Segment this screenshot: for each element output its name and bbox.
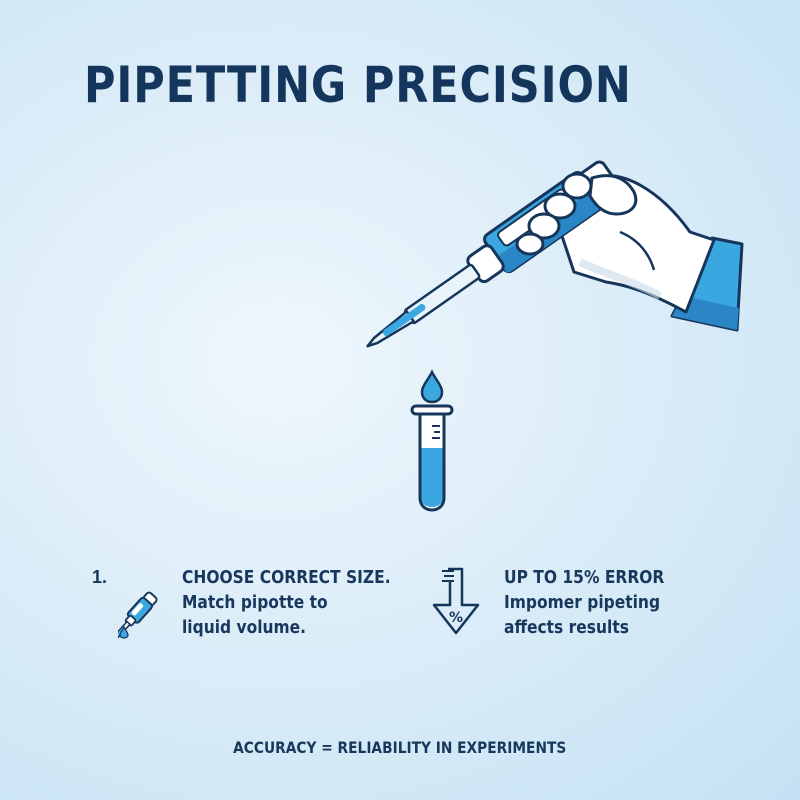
page-title: PIPETTING PRECISION: [84, 56, 632, 114]
pipette-icon: [118, 591, 158, 641]
footer-tagline: ACCURACY = RELIABILITY IN EXPERIMENTS: [0, 738, 800, 757]
glove-fingers-icon: [515, 172, 638, 256]
feature-choose-size: 1. CHOOSE CORRECT SIZE. Match pipotte to…: [92, 565, 425, 645]
feature-heading: CHOOSE CORRECT SIZE.: [182, 567, 391, 588]
feature-text: CHOOSE CORRECT SIZE. Match pipotte to li…: [182, 565, 425, 640]
footer-text: ACCURACY = RELIABILITY IN EXPERIMENTS: [233, 738, 567, 757]
feature-line: affects results: [504, 617, 629, 638]
svg-text:%: %: [449, 610, 463, 626]
percent-down-arrow-icon: %: [432, 567, 480, 635]
feature-text: UP TO 15% ERROR Impomer pipeting affects…: [504, 565, 690, 640]
feature-line: liquid volume.: [182, 617, 307, 638]
feature-error-rate: % UP TO 15% ERROR Impomer pipeting affec…: [432, 565, 690, 645]
step-number: 1.: [92, 567, 108, 587]
feature-heading: UP TO 15% ERROR: [504, 567, 665, 588]
test-tube-icon: [410, 404, 454, 512]
feature-line: Impomer pipeting: [504, 592, 661, 613]
droplet-icon: [420, 369, 444, 404]
feature-line: Match pipotte to: [182, 592, 328, 613]
